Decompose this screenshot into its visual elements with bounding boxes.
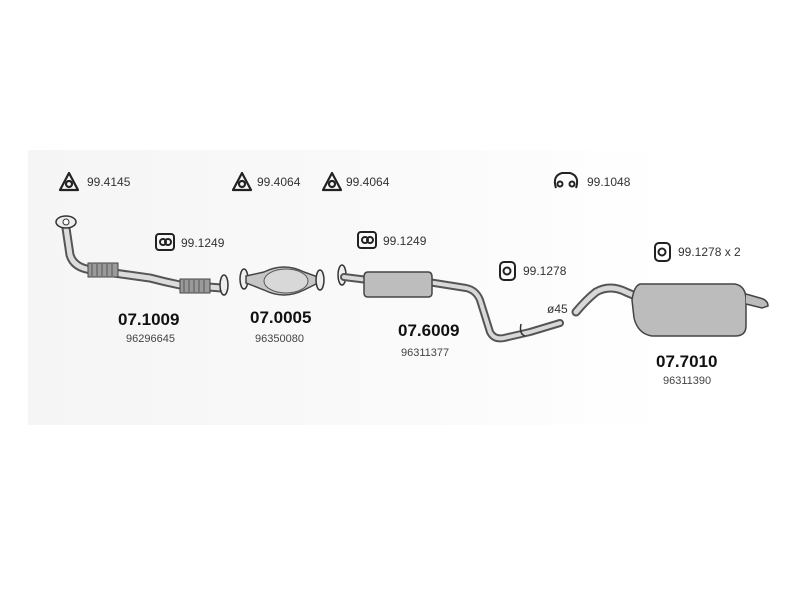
diameter-label: ø45 — [547, 302, 568, 316]
front-pipe — [55, 215, 229, 296]
hanger-icon — [155, 233, 175, 251]
hanger-icon — [357, 231, 377, 249]
oem-number: 96350080 — [255, 333, 304, 345]
hanger-label: 99.1249 — [181, 236, 225, 250]
gasket-label: 99.4064 — [257, 175, 301, 189]
rear-silencer — [571, 283, 769, 337]
gasket-label: 99.4145 — [87, 175, 131, 189]
part-code: 07.1009 — [118, 310, 180, 329]
gasket-icon — [58, 171, 80, 192]
intermediate-pipe — [337, 264, 564, 343]
hanger-label: 99.1278 — [523, 264, 567, 278]
part-code: 07.6009 — [398, 321, 460, 340]
hanger-icon — [654, 242, 671, 262]
clamp-label: 99.1048 — [587, 175, 631, 189]
hanger-label: 99.1278 x 2 — [678, 245, 741, 259]
hanger-label: 99.1249 — [383, 234, 427, 248]
oem-number: 96311377 — [401, 347, 450, 359]
gasket-icon — [231, 171, 253, 192]
oem-number: 96311390 — [663, 375, 712, 387]
catalytic-converter — [239, 266, 325, 296]
gasket-label: 99.4064 — [346, 175, 390, 189]
clamp-icon — [553, 172, 579, 189]
hanger-icon — [499, 261, 516, 281]
oem-number: 96296645 — [126, 333, 175, 345]
part-code: 07.7010 — [656, 352, 718, 371]
gasket-icon — [321, 171, 343, 192]
diagram-background — [28, 150, 668, 425]
part-code: 07.0005 — [250, 308, 312, 327]
